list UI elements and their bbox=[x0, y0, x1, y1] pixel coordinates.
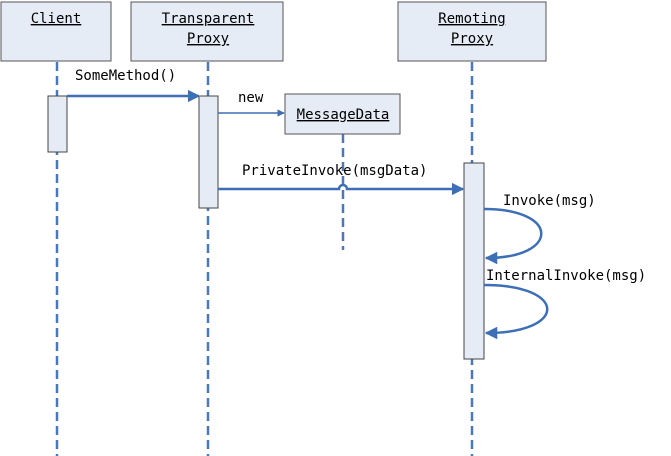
remoting-proxy-label-line2: Proxy bbox=[451, 31, 493, 47]
invoke-self-arrow bbox=[483, 207, 543, 265]
transparent-proxy-object: Transparent Proxy bbox=[130, 1, 284, 62]
invoke-label: Invoke(msg) bbox=[503, 193, 596, 209]
remoting-proxy-activation bbox=[463, 162, 485, 360]
client-label: Client bbox=[31, 11, 82, 27]
remoting-proxy-label-line1: Remoting bbox=[438, 11, 505, 27]
remoting-proxy-object: Remoting Proxy bbox=[397, 1, 547, 62]
client-object: Client bbox=[0, 1, 112, 62]
client-activation bbox=[47, 95, 68, 153]
new-label: new bbox=[238, 90, 264, 106]
message-data-label: MessageData bbox=[297, 107, 390, 123]
private-invoke-arrow bbox=[218, 182, 465, 196]
private-invoke-label: PrivateInvoke(msgData) bbox=[242, 163, 427, 179]
transparent-proxy-label-line1: Transparent bbox=[162, 11, 255, 27]
some-method-label: SomeMethod() bbox=[75, 68, 176, 84]
transparent-proxy-label-line2: Proxy bbox=[187, 31, 229, 47]
internal-invoke-self-arrow bbox=[483, 283, 549, 340]
message-data-object: MessageData bbox=[284, 93, 401, 135]
internal-invoke-label: InternalInvoke(msg) bbox=[486, 268, 646, 284]
transparent-proxy-activation bbox=[198, 95, 219, 209]
